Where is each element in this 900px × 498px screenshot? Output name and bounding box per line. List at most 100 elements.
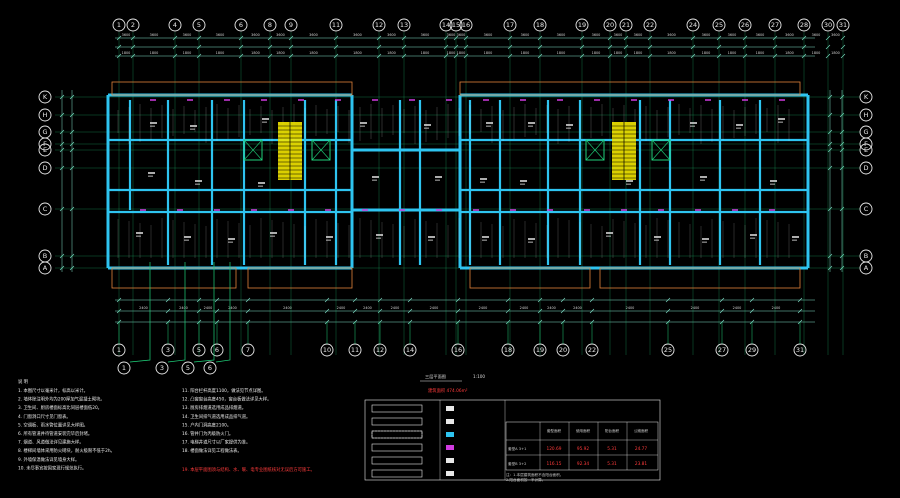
svg-text:3600: 3600: [387, 33, 396, 37]
svg-text:3600: 3600: [216, 33, 225, 37]
notes-mid-line: 18. 楼面做法详见工程做法表。: [182, 447, 242, 454]
notes-left-line: 2. 墙体除注明外均为200厚加气混凝土砌块。: [18, 396, 105, 403]
svg-text:2400: 2400: [139, 306, 148, 310]
svg-text:31: 31: [796, 346, 804, 354]
svg-text:2400: 2400: [733, 306, 742, 310]
svg-text:3600: 3600: [728, 33, 737, 37]
axis-bubble-right-E: E: [859, 143, 873, 157]
notes-mid-line: 17. 电梯井道尺寸以厂家提供为准。: [182, 439, 250, 446]
svg-text:2400: 2400: [626, 306, 635, 310]
axis-bubble-top-24: 24: [686, 18, 700, 32]
notes-left-line: 10. 未尽事宜按国家现行规范执行。: [18, 464, 86, 471]
svg-text:3: 3: [166, 346, 170, 354]
axis-bubble-top-21: 21: [619, 18, 633, 32]
axis-bubble-right-K: K: [859, 90, 873, 104]
legend-swatches: [371, 404, 454, 478]
svg-text:29: 29: [748, 346, 756, 354]
svg-text:27: 27: [771, 21, 779, 29]
svg-text:A: A: [864, 264, 869, 272]
notes-red-line: 19. 本层平面图须与结构、水、暖、电专业图纸核对无误后方可施工。: [182, 466, 315, 473]
svg-text:1800: 1800: [150, 51, 159, 55]
svg-text:25: 25: [664, 346, 672, 354]
axis-bubble-top-15: 15: [449, 18, 463, 32]
svg-text:2: 2: [131, 21, 135, 29]
svg-text:B: B: [43, 252, 47, 260]
svg-text:16: 16: [454, 346, 462, 354]
svg-text:2400: 2400: [520, 306, 529, 310]
axis-bubble-top-20: 20: [603, 18, 617, 32]
svg-text:3600: 3600: [812, 33, 821, 37]
svg-text:6: 6: [239, 21, 243, 29]
svg-text:22: 22: [646, 21, 654, 29]
legend-scale: 1:100: [473, 374, 485, 379]
svg-text:4: 4: [173, 21, 177, 29]
svg-text:14: 14: [406, 346, 414, 354]
svg-text:2400: 2400: [228, 306, 237, 310]
area-table-row-1-value: 5.31: [607, 446, 617, 452]
svg-text:1800: 1800: [812, 51, 821, 55]
svg-text:1800: 1800: [251, 51, 260, 55]
notes-mid-line: 11. 阳台栏杆高度1100，做法见节点详图。: [182, 387, 266, 394]
area-table-row-2-value: 116.15: [546, 461, 561, 467]
axis-bubble-top-5: 5: [192, 18, 206, 32]
svg-text:27: 27: [718, 346, 726, 354]
notes-left-line: 9. 外墙保温做法详见墙身大样。: [18, 456, 79, 463]
leader-bubble-6: 6: [203, 361, 217, 375]
axis-bubble-top-31: 31: [836, 18, 850, 32]
building-walls: [106, 81, 810, 289]
notes-mid-line: 13. 厨房排烟道选用成品排烟道。: [182, 404, 246, 411]
svg-text:13: 13: [400, 21, 408, 29]
area-table-row-1-value: 120.69: [546, 446, 561, 452]
axis-bubble-left-K: K: [38, 90, 52, 104]
svg-text:1800: 1800: [592, 51, 601, 55]
notes-left-line: 7. 烟道、风道做法详见建施大样。: [18, 439, 84, 446]
svg-text:5: 5: [197, 21, 201, 29]
axis-bubble-top-2: 2: [126, 18, 140, 32]
svg-text:3600: 3600: [614, 33, 623, 37]
svg-text:3600: 3600: [150, 33, 159, 37]
svg-text:2400: 2400: [479, 306, 488, 310]
notes-left-column: 1. 本图尺寸以毫米计，标高以米计。2. 墙体除注明外均为200厚加气混凝土砌块…: [18, 387, 115, 471]
svg-text:11: 11: [351, 346, 359, 354]
svg-text:3: 3: [160, 364, 164, 372]
axis-bubble-right-C: C: [859, 202, 873, 216]
axis-bubble-top-27: 27: [768, 18, 782, 32]
notes-mid-line: 12. 凸窗窗台高度450，窗台板做法详见大样。: [182, 396, 271, 403]
svg-text:2400: 2400: [573, 306, 582, 310]
svg-text:1: 1: [117, 21, 121, 29]
svg-text:3600: 3600: [421, 33, 430, 37]
svg-text:15: 15: [452, 21, 460, 29]
svg-text:1800: 1800: [702, 51, 711, 55]
svg-text:G: G: [42, 128, 47, 136]
svg-text:16: 16: [462, 21, 470, 29]
svg-text:18: 18: [504, 346, 512, 354]
svg-text:3600: 3600: [667, 33, 676, 37]
axis-bubble-top-6: 6: [234, 18, 248, 32]
svg-text:3600: 3600: [276, 33, 285, 37]
svg-text:1800: 1800: [667, 51, 676, 55]
svg-text:G: G: [863, 128, 868, 136]
axis-bubble-left-A: A: [38, 261, 52, 275]
svg-text:2400: 2400: [363, 306, 372, 310]
svg-text:3600: 3600: [353, 33, 362, 37]
svg-text:2400: 2400: [179, 306, 188, 310]
axis-bubble-left-E: E: [38, 143, 52, 157]
svg-text:11: 11: [332, 21, 340, 29]
svg-text:H: H: [864, 111, 869, 119]
svg-text:2400: 2400: [337, 306, 346, 310]
svg-text:E: E: [864, 146, 868, 154]
area-table-header: 套型面积: [547, 428, 562, 433]
axis-bubble-right-H: H: [859, 108, 873, 122]
area-table-row-1-label: 套型A 3+1: [508, 446, 526, 451]
notes-left-line: 4. 门窗洞口尺寸见门窗表。: [18, 413, 71, 420]
notes-left-line: 3. 卫生间、厨房楼面标高比同层楼面低20。: [18, 404, 102, 411]
axis-bubble-top-9: 9: [284, 18, 298, 32]
svg-text:30: 30: [824, 21, 832, 29]
svg-text:25: 25: [715, 21, 723, 29]
svg-text:1800: 1800: [756, 51, 765, 55]
svg-text:20: 20: [559, 346, 567, 354]
svg-text:3600: 3600: [484, 33, 493, 37]
